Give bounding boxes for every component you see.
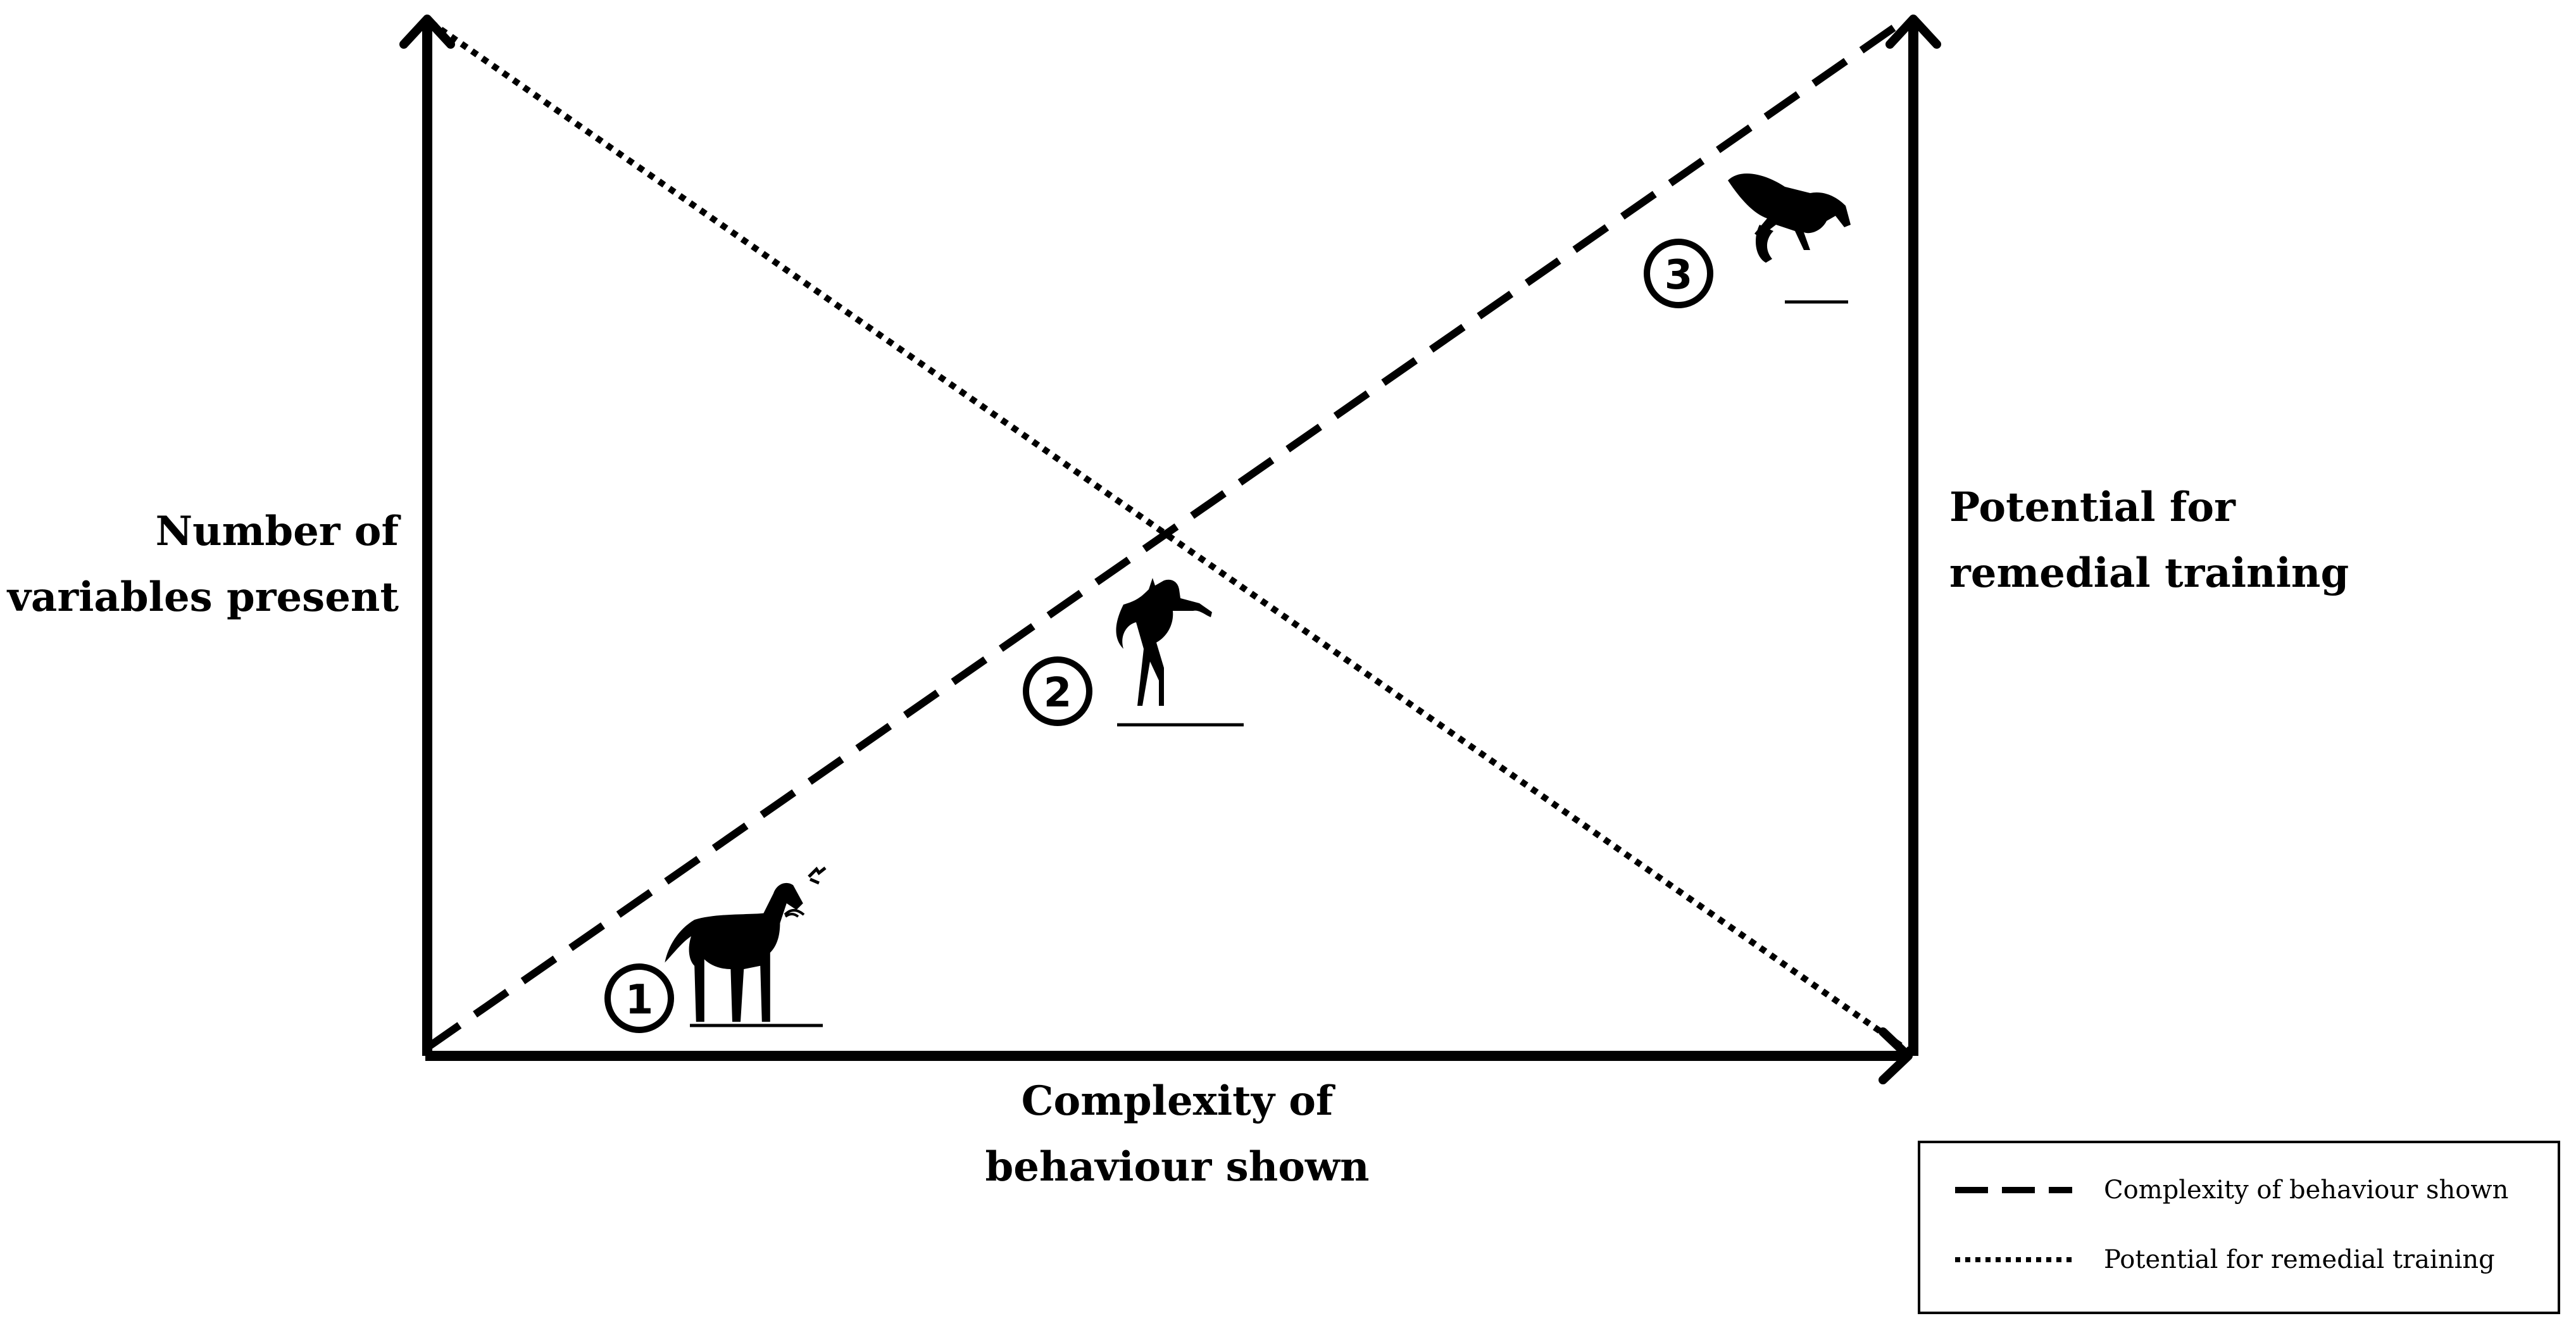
bottom-axis-label-line-2: behaviour shown bbox=[985, 1143, 1370, 1191]
complexity-dashed-line bbox=[425, 15, 1911, 1051]
legend: Complexity of behaviour shown Potential … bbox=[1918, 1141, 2560, 1314]
legend-item-remedial: Potential for remedial training bbox=[1920, 1234, 2558, 1285]
marker-1-number: 1 bbox=[625, 977, 654, 1024]
right-axis bbox=[1885, 15, 1941, 1056]
dotted-line-swatch bbox=[1955, 1257, 2072, 1262]
horse-swatting-fly-icon bbox=[665, 867, 827, 1027]
marker-1: 1 bbox=[604, 867, 827, 1033]
legend-label-remedial: Potential for remedial training bbox=[2104, 1245, 2495, 1274]
bottom-axis bbox=[425, 1027, 1913, 1084]
marker-3-number: 3 bbox=[1665, 252, 1693, 299]
dashed-line-swatch bbox=[1955, 1187, 2072, 1193]
legend-item-complexity: Complexity of behaviour shown bbox=[1920, 1165, 2558, 1215]
marker-2-circle bbox=[1023, 656, 1092, 726]
marker-2-number: 2 bbox=[1044, 670, 1072, 717]
left-axis-label-line-2: variables present bbox=[7, 574, 399, 621]
right-axis-label-line-2: remedial training bbox=[1949, 549, 2349, 597]
remedial-dotted-line bbox=[428, 19, 1910, 1054]
legend-label-complexity: Complexity of behaviour shown bbox=[2104, 1176, 2509, 1205]
bottom-axis-label: Complexity of behaviour shown bbox=[861, 1069, 1494, 1200]
marker-3-circle bbox=[1644, 239, 1713, 308]
left-axis-label: Number of variables present bbox=[0, 499, 399, 630]
marker-2: 2 bbox=[1023, 578, 1244, 727]
left-axis bbox=[399, 15, 455, 1056]
left-axis-label-line-1: Number of bbox=[155, 508, 399, 555]
bucking-horse-falling-rider-icon bbox=[1728, 173, 1851, 304]
rearing-horse-icon bbox=[1116, 578, 1244, 727]
right-axis-label: Potential for remedial training bbox=[1949, 475, 2519, 606]
right-axis-label-line-1: Potential for bbox=[1949, 484, 2235, 531]
marker-3: 3 bbox=[1644, 173, 1851, 308]
bottom-axis-label-line-1: Complexity of bbox=[1021, 1077, 1334, 1125]
marker-1-circle bbox=[604, 963, 674, 1033]
